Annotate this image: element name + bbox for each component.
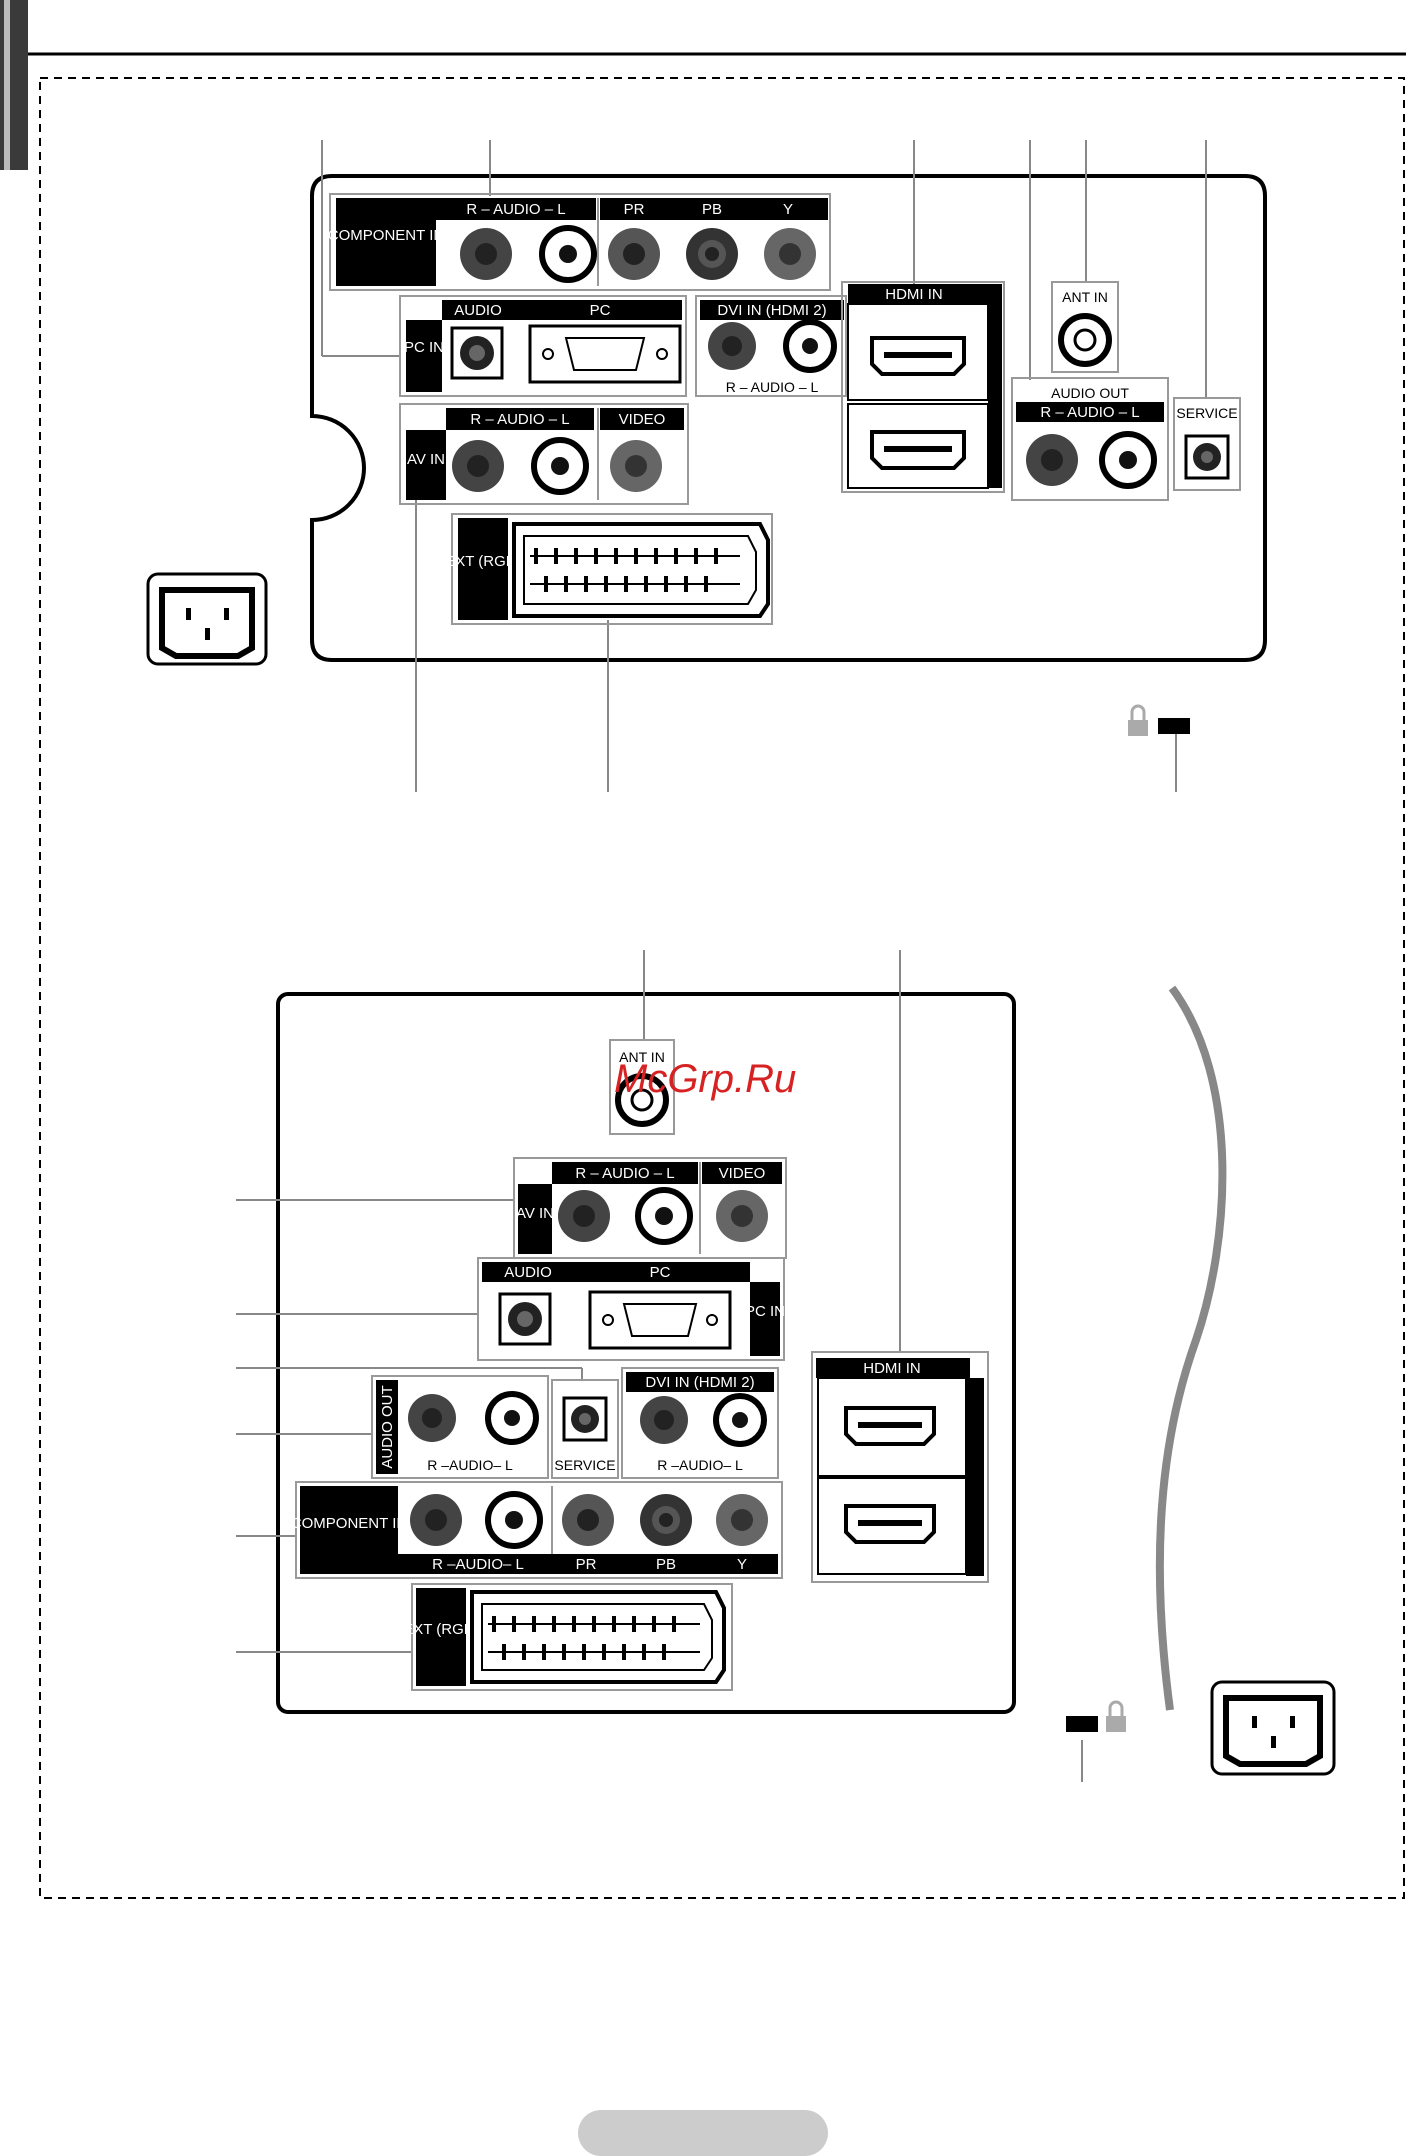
ext-rgb-label-bottom: EXT (RGB)	[403, 1621, 479, 1638]
bottom-panel: ANT IN AV IN R – AUDIO – L VIDEO AUDIO P…	[236, 950, 1083, 1782]
dvi-jack-r-bottom[interactable]	[640, 1396, 688, 1444]
av-audio-label-bottom: R – AUDIO – L	[575, 1165, 674, 1182]
video-label-bottom: VIDEO	[719, 1165, 766, 1182]
dvi-jack-l[interactable]	[783, 319, 837, 373]
pr-label: PR	[624, 201, 645, 218]
kensington-lock-icon-bottom	[1066, 1700, 1126, 1732]
hdmi-1-label: 1	[992, 437, 1000, 453]
component-jack-pb[interactable]	[686, 228, 738, 280]
component-in-label: COMPONENT IN	[328, 227, 444, 244]
hdmi-in-label: HDMI IN	[885, 286, 943, 303]
video-label: VIDEO	[619, 411, 666, 428]
pc-vga-port-bottom[interactable]	[588, 1290, 732, 1350]
hdmi-2-label-bottom: 2	[971, 1419, 979, 1435]
av-jack-video[interactable]	[610, 440, 662, 492]
pc-audio-jack-bottom[interactable]	[498, 1292, 552, 1346]
audio-out-jack-l-bottom[interactable]	[485, 1391, 539, 1445]
pc-in-label-bottom: PC IN	[745, 1303, 785, 1320]
ant-in-label-bottom: ANT IN	[619, 1049, 665, 1065]
audio-out-jack-r[interactable]	[1026, 434, 1078, 486]
component-in-label-bottom: COMPONENT IN	[291, 1515, 407, 1532]
audio-out-rl-label-bottom: R –AUDIO– L	[427, 1457, 513, 1473]
component-jack-pr-bottom[interactable]	[562, 1494, 614, 1546]
pc-audio-label-bottom: AUDIO	[504, 1264, 552, 1281]
component-jack-pb-bottom[interactable]	[640, 1494, 692, 1546]
service-port[interactable]	[1184, 434, 1230, 480]
dashed-frame	[39, 77, 1405, 1899]
pc-vga-port[interactable]	[528, 324, 682, 384]
audio-out-label-bottom: AUDIO OUT	[379, 1385, 396, 1468]
service-label: SERVICE	[1176, 405, 1237, 421]
hdmi-2-port[interactable]	[870, 336, 966, 376]
av-jack-r[interactable]	[452, 440, 504, 492]
ant-in-jack-bottom[interactable]	[615, 1073, 669, 1127]
hdmi-2-port-bottom[interactable]	[844, 1406, 936, 1446]
dvi-in-label-bottom: DVI IN (HDMI 2)	[645, 1374, 754, 1391]
ext-rgb-label: EXT (RGB)	[445, 553, 521, 570]
y-label-bottom: Y	[737, 1556, 747, 1573]
audio-out-rl-label: R – AUDIO – L	[1040, 404, 1139, 421]
component-jack-l-bottom[interactable]	[485, 1491, 543, 1549]
service-port-bottom[interactable]	[562, 1396, 608, 1442]
tv-edge-curve	[1155, 985, 1227, 1711]
av-in-label: AV IN	[407, 451, 445, 468]
component-audio-label-bottom: R –AUDIO– L	[432, 1556, 524, 1573]
pc-label-bottom: PC	[650, 1264, 671, 1281]
hdmi-1-label-bottom: 1	[971, 1517, 979, 1533]
y-label: Y	[783, 201, 793, 218]
pc-audio-jack[interactable]	[450, 326, 504, 380]
hdmi-2-label: 2	[992, 345, 1000, 361]
top-panel: COMPONENT IN R – AUDIO – L PR PB Y PC IN…	[310, 140, 1267, 792]
component-jack-r[interactable]	[460, 228, 512, 280]
ant-in-jack[interactable]	[1058, 313, 1112, 367]
component-jack-l[interactable]	[539, 225, 597, 283]
service-label-bottom: SERVICE	[554, 1457, 615, 1473]
av-jack-l-bottom[interactable]	[635, 1187, 693, 1245]
pc-label: PC	[590, 302, 611, 319]
power-inlet-icon	[146, 572, 268, 666]
pr-label-bottom: PR	[576, 1556, 597, 1573]
power-inlet-icon-bottom	[1210, 1680, 1336, 1776]
dvi-audio-label-bottom: R –AUDIO– L	[657, 1457, 743, 1473]
dvi-audio-label: R – AUDIO – L	[726, 379, 819, 395]
pb-label: PB	[702, 201, 722, 218]
av-jack-l[interactable]	[531, 437, 589, 495]
av-jack-video-bottom[interactable]	[716, 1190, 768, 1242]
ant-in-label: ANT IN	[1062, 289, 1108, 305]
pc-in-label: PC IN	[404, 339, 444, 356]
hdmi-in-label-bottom: HDMI IN	[863, 1360, 921, 1377]
dvi-jack-r[interactable]	[708, 322, 756, 370]
dvi-in-label: DVI IN (HDMI 2)	[717, 302, 826, 319]
audio-out-jack-l[interactable]	[1099, 431, 1157, 489]
av-in-label-bottom: AV IN	[516, 1205, 554, 1222]
pc-audio-label: AUDIO	[454, 302, 502, 319]
hdmi-1-port-bottom[interactable]	[844, 1504, 936, 1544]
component-jack-y-bottom[interactable]	[716, 1494, 768, 1546]
kensington-lock-icon	[1128, 704, 1190, 736]
component-jack-pr[interactable]	[608, 228, 660, 280]
scart-port[interactable]	[512, 522, 770, 618]
audio-out-label: AUDIO OUT	[1051, 385, 1129, 401]
dvi-jack-l-bottom[interactable]	[713, 1393, 767, 1447]
av-jack-r-bottom[interactable]	[558, 1190, 610, 1242]
component-jack-y[interactable]	[764, 228, 816, 280]
pb-label-bottom: PB	[656, 1556, 676, 1573]
av-audio-label: R – AUDIO – L	[470, 411, 569, 428]
component-jack-r-bottom[interactable]	[410, 1494, 462, 1546]
hdmi-1-port[interactable]	[870, 430, 966, 470]
scart-port-bottom[interactable]	[470, 1590, 726, 1684]
component-audio-label: R – AUDIO – L	[466, 201, 565, 218]
page-number-pill	[578, 2110, 828, 2156]
audio-out-jack-r-bottom[interactable]	[408, 1394, 456, 1442]
watermark: McGrp.Ru	[614, 1057, 796, 1101]
